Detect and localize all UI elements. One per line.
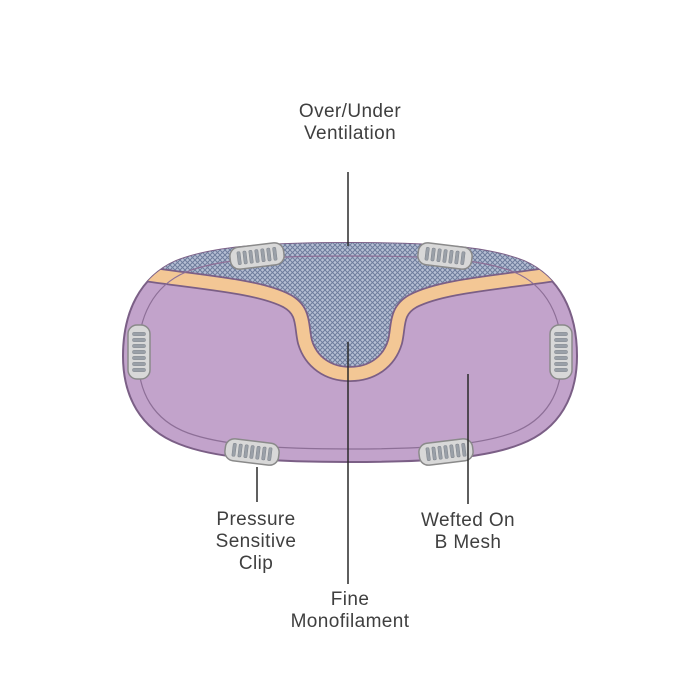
pressure-clip-right <box>549 324 573 380</box>
label-fine-monofilament: Fine Monofilament <box>290 589 410 632</box>
label-over-under-ventilation: Over/Under Ventilation <box>298 101 402 144</box>
label-wefted-on-b-mesh: Wefted On B Mesh <box>420 510 516 553</box>
label-pressure-sensitive-clip: Pressure Sensitive Clip <box>215 509 297 574</box>
ventilation-band <box>137 266 563 381</box>
pressure-clip-left <box>127 324 151 380</box>
mesh-area <box>123 243 577 374</box>
